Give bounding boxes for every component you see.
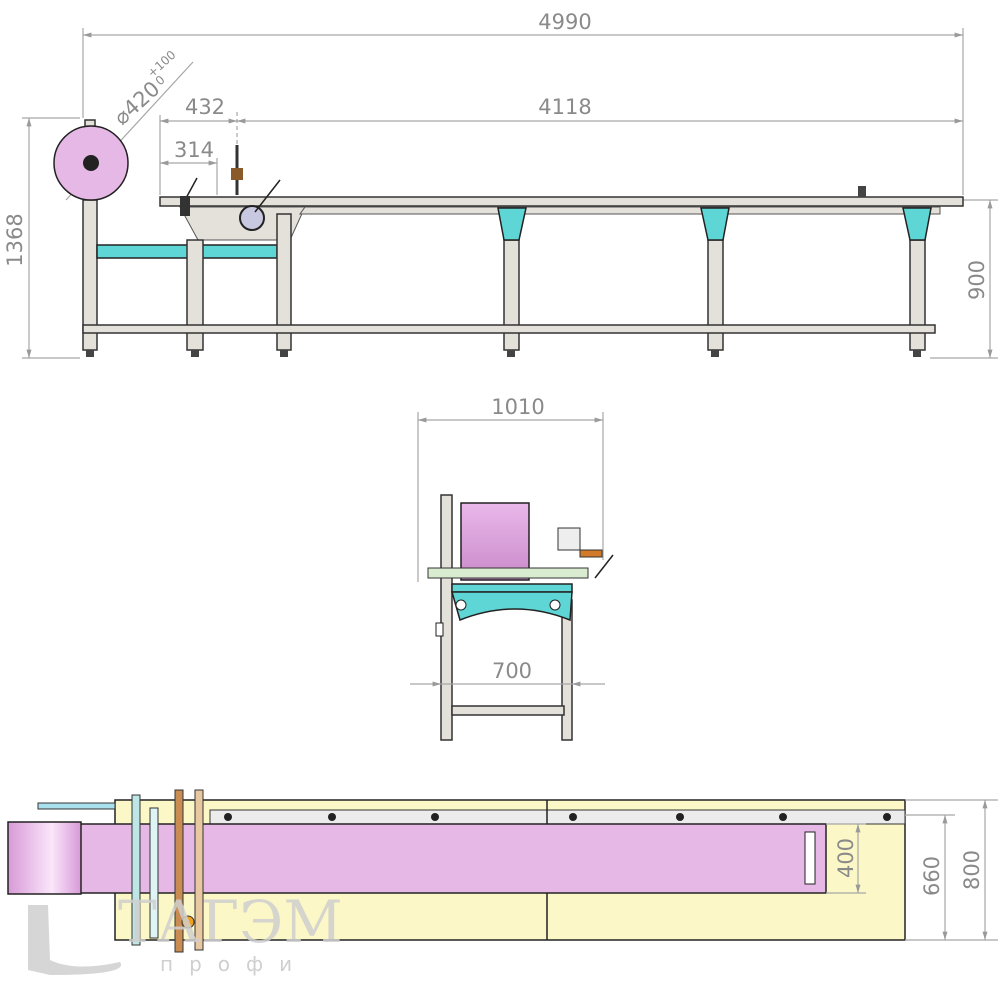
leg-brackets [497,207,932,241]
dimension-label: 800 [960,850,984,890]
watermark-sub: профи [160,952,308,976]
roll-arm [37,802,116,810]
dimension-label: 1010 [491,395,544,419]
front-arch [451,591,573,622]
dimension-label: 1368 [3,213,27,266]
dimension-label: 660 [920,856,944,896]
side-view: 4990 432 4118 314 1368 [3,10,998,359]
tolerance-upper: +100 [145,48,179,80]
dimension-belt-width: 400 [826,823,866,894]
front-top-beam [451,583,573,593]
dimension-table-width: 660 [905,814,998,941]
cutter-head [231,145,281,231]
table-rail [299,206,941,215]
dimension-overall-width-top: 800 [905,799,998,940]
front-roll [460,502,530,581]
end-stop [858,186,866,197]
dimension-table-height: 900 [930,199,998,359]
top-roll [7,821,82,895]
feet [86,350,921,357]
dimension-overall-length: 4990 [82,10,964,195]
dimension-label: 314 [174,138,214,162]
top-view: 400 660 800 [7,789,998,953]
ruler-scale [194,789,204,951]
dimension-label: 4990 [538,10,591,34]
cutter-knob [181,915,195,929]
bottom-stretcher [82,324,936,334]
dimension-label: 4118 [538,95,591,119]
dimension-offset-432: 432 [159,95,238,195]
dimension-label: 400 [834,838,858,878]
dimension-offset-314: 314 [160,138,218,195]
dimension-label: ⌀420 [109,77,164,130]
front-crossbar [451,705,565,716]
material-belt [79,823,827,894]
front-post-left [440,494,453,741]
watermark-brand: ТАГЭМ [118,888,343,956]
front-handle [594,554,614,579]
guide-rail [209,809,906,825]
cutter-motor [557,527,581,551]
clamp-bar [131,794,141,946]
cutter-guide [174,789,184,953]
front-shaft [427,567,589,579]
brand-watermark-logo: ТАГЭМ профи [28,888,343,976]
roll-hub [83,155,99,171]
dimension-label: 432 [185,95,225,119]
dimension-label: 900 [965,260,989,300]
rail-bolts [224,813,891,821]
cutter-arm [579,549,603,558]
dimension-overall-width: 1010 [417,395,604,582]
front-latch [435,622,444,637]
front-view: 1010 700 [410,395,614,741]
dimension-leg-spacing: 700 [410,659,605,687]
dimension-label: 700 [492,659,532,683]
clamp-bar-2 [149,807,159,939]
table-top [159,196,964,207]
clamp-handle-icon [180,177,198,216]
belt-end-marker [804,831,816,885]
dimension-table-length: 4118 [237,95,963,124]
dimension-overall-height: 1368 [3,117,80,359]
